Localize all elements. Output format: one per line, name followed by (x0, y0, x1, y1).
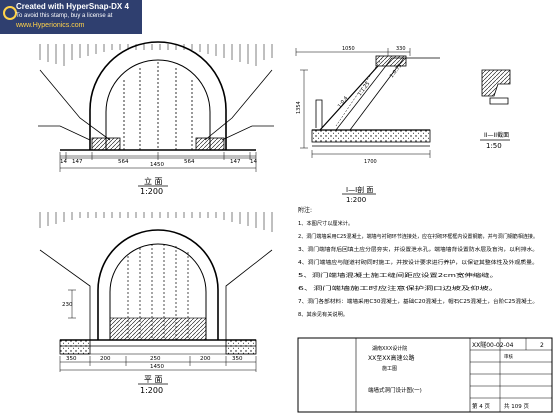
hypersnap-watermark: Created with HyperSnap-DX 4 To avoid thi… (0, 0, 142, 34)
elev-dim-2: 564 (118, 159, 129, 165)
elev-dim-3: 564 (184, 159, 195, 165)
section-dim-bottom: 1700 (364, 159, 377, 165)
tb-revision: 2 (540, 342, 544, 349)
plan-scale: 1:200 (140, 386, 163, 395)
elev-dim-0: 14 (60, 159, 67, 165)
note-8: 8、其余见有关说明。 (298, 310, 348, 318)
plan-dim-1: 200 (100, 356, 111, 362)
plan-view (39, 212, 273, 372)
notes-block: 附注: 1、本图尺寸以厘米计。 2、洞门端墙采用C25混凝土，端墙与衬砌环节连接… (298, 206, 538, 318)
elevation-view (38, 41, 274, 172)
plan-dim-0: 350 (66, 356, 77, 362)
note-2: 2、洞门端墙采用C25混凝土，端墙与衬砌环节连接处，应在衬砌环框框内设置钢筋，并… (298, 232, 538, 240)
slope-hatch-top (39, 44, 273, 66)
title-block-text: 湖南XXX设计院 XX至XX高速公路 施工图 端墙式洞门设计图(一) XX隧00… (368, 341, 544, 410)
stamp-line-1: Created with HyperSnap-DX 4 (16, 2, 129, 11)
note-7: 7、洞门各部材料：端墙采用C30混凝土，基础C20混凝土，帽石C25混凝土，台阶… (298, 297, 538, 305)
plan-dim-4: 350 (232, 356, 243, 362)
hypersnap-logo-icon (3, 6, 17, 20)
tb-checker: 审核 (504, 353, 513, 360)
note-1: 1、本图尺寸以厘米计。 (298, 219, 353, 227)
note-4: 4、洞门端墙应与隧道衬砌同时施工，并按设计要求进行养护，以保证其整体性及外观质量… (298, 258, 538, 266)
plan-title: 平 面 (144, 375, 163, 384)
detail-title: II—II截面 (484, 131, 509, 139)
plan-dim-3: 200 (200, 356, 211, 362)
plan-dim-2: 250 (150, 356, 161, 362)
elev-dim-1: 147 (72, 159, 83, 165)
note-5: 5、洞门端墙混凝土施工缝间距应设置2cm宽伸缩缝。 (298, 271, 498, 279)
section-dim-left: 1354 (296, 101, 302, 114)
stamp-line-3: www.Hyperionics.com (16, 22, 85, 29)
detail-view (481, 69, 511, 105)
elevation-dims: 14 147 564 564 147 14 1450 (60, 159, 257, 168)
notes-heading: 附注: (298, 206, 312, 214)
tb-company: 湖南XXX设计院 (372, 345, 407, 352)
tb-sheet: 第 4 页 (472, 402, 490, 410)
slope-hatch-plan (39, 212, 273, 232)
detail-scale: 1:50 (486, 142, 502, 150)
stamp-line-2: To avoid this stamp, buy a license at (16, 13, 113, 19)
note-6: 6、洞门端墙施工时应注意保护洞口边坡及仰坡。 (298, 284, 498, 292)
elevation-scale: 1:200 (140, 187, 163, 196)
tb-total: 共 109 页 (504, 402, 529, 410)
section-slope-1: 1:1.25 (357, 81, 372, 97)
plan-dim-left: 230 (62, 302, 73, 308)
tb-stage: 施工图 (382, 365, 397, 372)
elev-dim-5: 14 (250, 159, 257, 165)
tb-drawing-name: 端墙式洞门设计图(一) (368, 386, 422, 394)
section-view (295, 48, 440, 158)
tb-drawing-no: XX隧00-02-04 (472, 341, 514, 349)
title-block (297, 337, 553, 413)
elev-dim-4: 147 (230, 159, 241, 165)
section-title: I—I剖 面 (346, 185, 373, 194)
elevation-title: 立 面 (144, 176, 163, 186)
plan-dim-total: 1450 (150, 364, 164, 370)
elev-dim-total: 1450 (150, 162, 164, 168)
section-slope-2: 1:0.4 (337, 95, 350, 109)
plan-dims: 350 200 250 200 350 1450 230 (62, 302, 243, 370)
section-scale: 1:200 (346, 196, 366, 204)
note-3: 3、洞门端墙背后回填土应分层夯实，并设置泄水孔，端墙墙背设置防水层及盲沟，以利排… (298, 245, 538, 253)
section-dim-top-1: 330 (396, 46, 406, 52)
tb-project: XX至XX高速公路 (368, 354, 414, 362)
section-dim-top-0: 1050 (342, 46, 355, 52)
